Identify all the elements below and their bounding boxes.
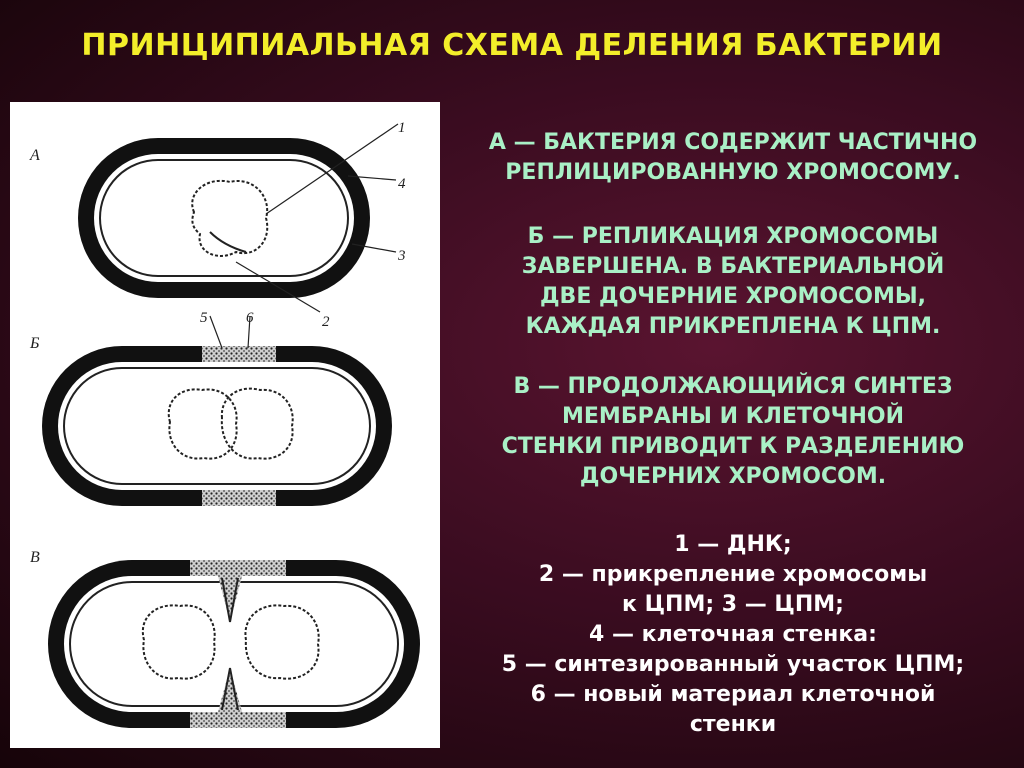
chromosome-b-left xyxy=(167,388,238,460)
legend-line: 5 — синтезированный участок ЦПМ; xyxy=(501,652,965,677)
legend-line: стенки xyxy=(689,712,777,737)
label-2: 2 xyxy=(322,314,330,330)
description-line: МЕМБРАНЫ И КЛЕТОЧНОЙ xyxy=(562,404,904,429)
legend: 1 — ДНК; 2 — прикрепление хромосомы к ЦП… xyxy=(442,530,1024,740)
stage-a-label: А xyxy=(29,147,40,164)
stage-b-cell xyxy=(42,315,392,506)
description-line: Б — РЕПЛИКАЦИЯ ХРОМОСОМЫ xyxy=(527,224,939,249)
stage-c-cell xyxy=(48,560,420,728)
label-4: 4 xyxy=(398,176,406,192)
stage-b-label: Б xyxy=(29,335,40,352)
description-line: А — БАКТЕРИЯ СОДЕРЖИТ ЧАСТИЧНО xyxy=(488,130,978,155)
legend-line: 6 — новый материал клеточной xyxy=(530,682,936,707)
legend-line: 1 — ДНК; xyxy=(674,532,792,557)
label-1: 1 xyxy=(398,120,406,136)
description-line: ЗАВЕРШЕНА. В БАКТЕРИАЛЬНОЙ xyxy=(521,254,945,279)
bacterial-division-diagram: А 1 4 3 2 Б 5 6 xyxy=(10,102,440,748)
description-line: СТЕНКИ ПРИВОДИТ К РАЗДЕЛЕНИЮ xyxy=(501,434,965,459)
description-stage-b: Б — РЕПЛИКАЦИЯ ХРОМОСОМЫ ЗАВЕРШЕНА. В БА… xyxy=(442,222,1024,342)
description-line: ДОЧЕРНИХ ХРОМОСОМ. xyxy=(579,464,887,489)
description-stage-c: В — ПРОДОЛЖАЮЩИЙСЯ СИНТЕЗ МЕМБРАНЫ И КЛЕ… xyxy=(442,372,1024,492)
description-line: ДВЕ ДОЧЕРНИЕ ХРОМОСОМЫ, xyxy=(539,284,927,309)
legend-line: к ЦПМ; 3 — ЦПМ; xyxy=(622,592,844,617)
page-title: ПРИНЦИПИАЛЬНАЯ СХЕМА ДЕЛЕНИЯ БАКТЕРИИ xyxy=(81,28,943,63)
stage-a-cell xyxy=(78,123,399,313)
chromosome-a xyxy=(191,179,269,257)
chromosome-b-right xyxy=(220,387,294,460)
legend-line: 4 — клеточная стенка: xyxy=(589,622,877,647)
chromosome-c-right xyxy=(244,604,320,680)
description-stage-a: А — БАКТЕРИЯ СОДЕРЖИТ ЧАСТИЧНО РЕПЛИЦИРО… xyxy=(442,128,1024,188)
label-6: 6 xyxy=(246,310,254,326)
stage-c-label: В xyxy=(30,549,40,566)
chromosome-c-left xyxy=(141,604,216,680)
description-line: КАЖДАЯ ПРИКРЕПЛЕНА К ЦПМ. xyxy=(525,314,941,339)
description-line: В — ПРОДОЛЖАЮЩИЙСЯ СИНТЕЗ xyxy=(513,374,953,399)
label-3: 3 xyxy=(397,248,406,264)
label-5: 5 xyxy=(200,310,208,326)
description-line: РЕПЛИЦИРОВАННУЮ ХРОМОСОМУ. xyxy=(505,160,961,185)
legend-line: 2 — прикрепление хромосомы xyxy=(538,562,928,587)
